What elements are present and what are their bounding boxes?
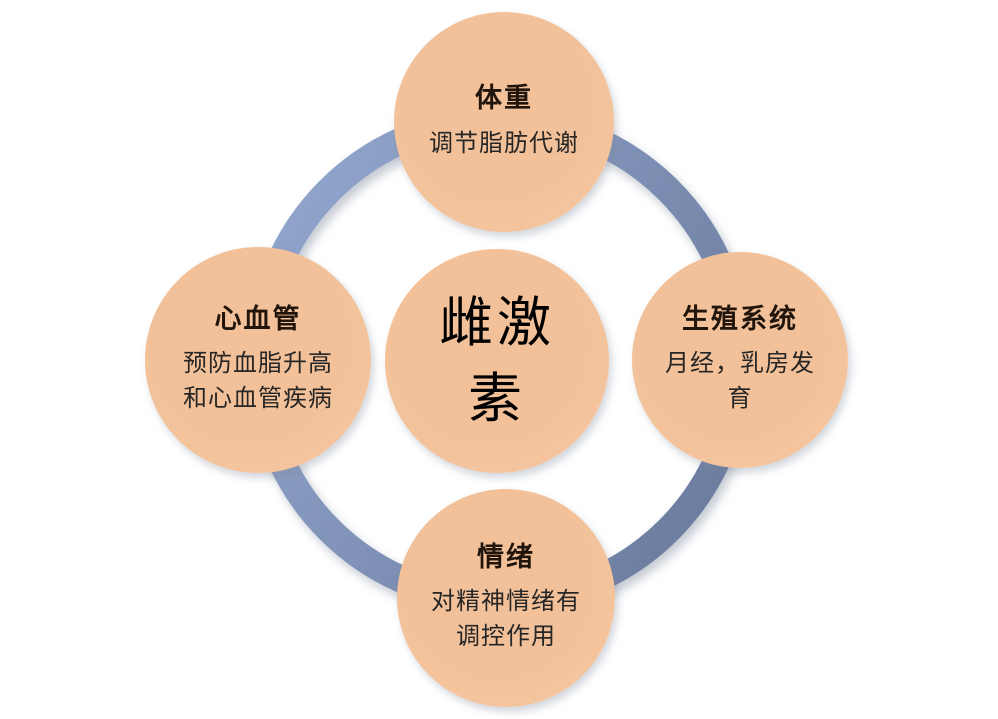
reproductive-node-title: 生殖系统 xyxy=(682,304,798,335)
mood-node-desc: 对精神情绪有 调控作用 xyxy=(431,587,581,651)
weight-node-desc: 调节脂肪代谢 xyxy=(429,128,579,157)
reproductive-node: 生殖系统 月经，乳房发 育 xyxy=(632,252,848,468)
weight-node: 体重 调节脂肪代谢 xyxy=(394,12,614,232)
weight-node-title: 体重 xyxy=(475,83,533,115)
mood-node: 情绪 对精神情绪有 调控作用 xyxy=(397,489,615,707)
center-estrogen-node: 雌激素 xyxy=(385,249,609,473)
mood-node-title: 情绪 xyxy=(477,542,535,573)
cardiovascular-node-desc: 预防血脂升高 和心血管疾病 xyxy=(183,349,333,413)
cardiovascular-node-title: 心血管 xyxy=(214,304,302,335)
center-estrogen-label: 雌激素 xyxy=(439,291,555,430)
cardiovascular-node: 心血管 预防血脂升高 和心血管疾病 xyxy=(145,247,371,473)
reproductive-node-desc: 月经，乳房发 育 xyxy=(665,349,815,413)
